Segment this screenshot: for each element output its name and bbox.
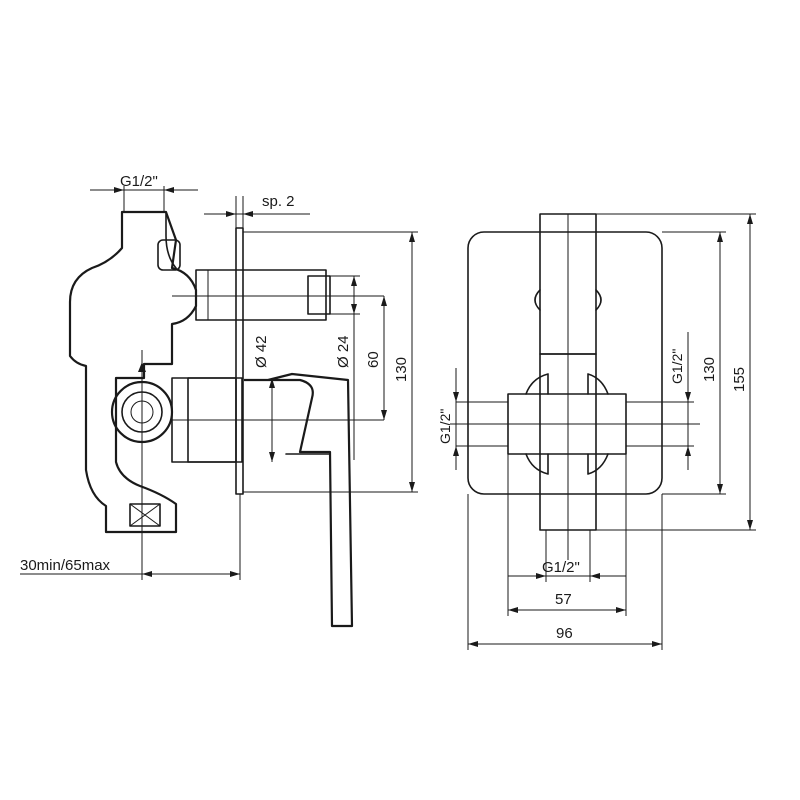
label-thread-right: G1/2" bbox=[669, 349, 685, 384]
side-port-nut bbox=[157, 239, 181, 271]
side-view: G1/2" sp. 2 130 60 Ø 24 Ø 42 bbox=[20, 173, 418, 628]
valve-body bbox=[68, 210, 198, 534]
cartridge-stem bbox=[195, 269, 327, 321]
label-height-60: 60 bbox=[365, 351, 382, 368]
label-thread-top: G1/2" bbox=[120, 173, 158, 190]
plug-square bbox=[129, 503, 161, 527]
front-plate bbox=[467, 231, 663, 495]
front-view: G1/2" G1/2" 130 155 G1/2" bbox=[437, 213, 756, 650]
label-depth-range: 30min/65max bbox=[20, 557, 111, 574]
label-thread-left: G1/2" bbox=[437, 409, 453, 444]
label-thread-bottom: G1/2" bbox=[542, 559, 580, 576]
label-width-96: 96 bbox=[556, 625, 573, 642]
label-diameter-large: Ø 42 bbox=[253, 335, 270, 368]
label-diameter-small: Ø 24 bbox=[335, 335, 352, 368]
label-height-130-front: 130 bbox=[701, 357, 718, 382]
label-height-130-side: 130 bbox=[393, 357, 410, 382]
lever-handle bbox=[244, 372, 354, 628]
label-height-155: 155 bbox=[731, 367, 748, 392]
cartridge-cap bbox=[307, 275, 331, 315]
label-plate-thickness: sp. 2 bbox=[262, 193, 295, 210]
upper-inlet bbox=[121, 211, 177, 269]
label-width-57: 57 bbox=[555, 591, 572, 608]
